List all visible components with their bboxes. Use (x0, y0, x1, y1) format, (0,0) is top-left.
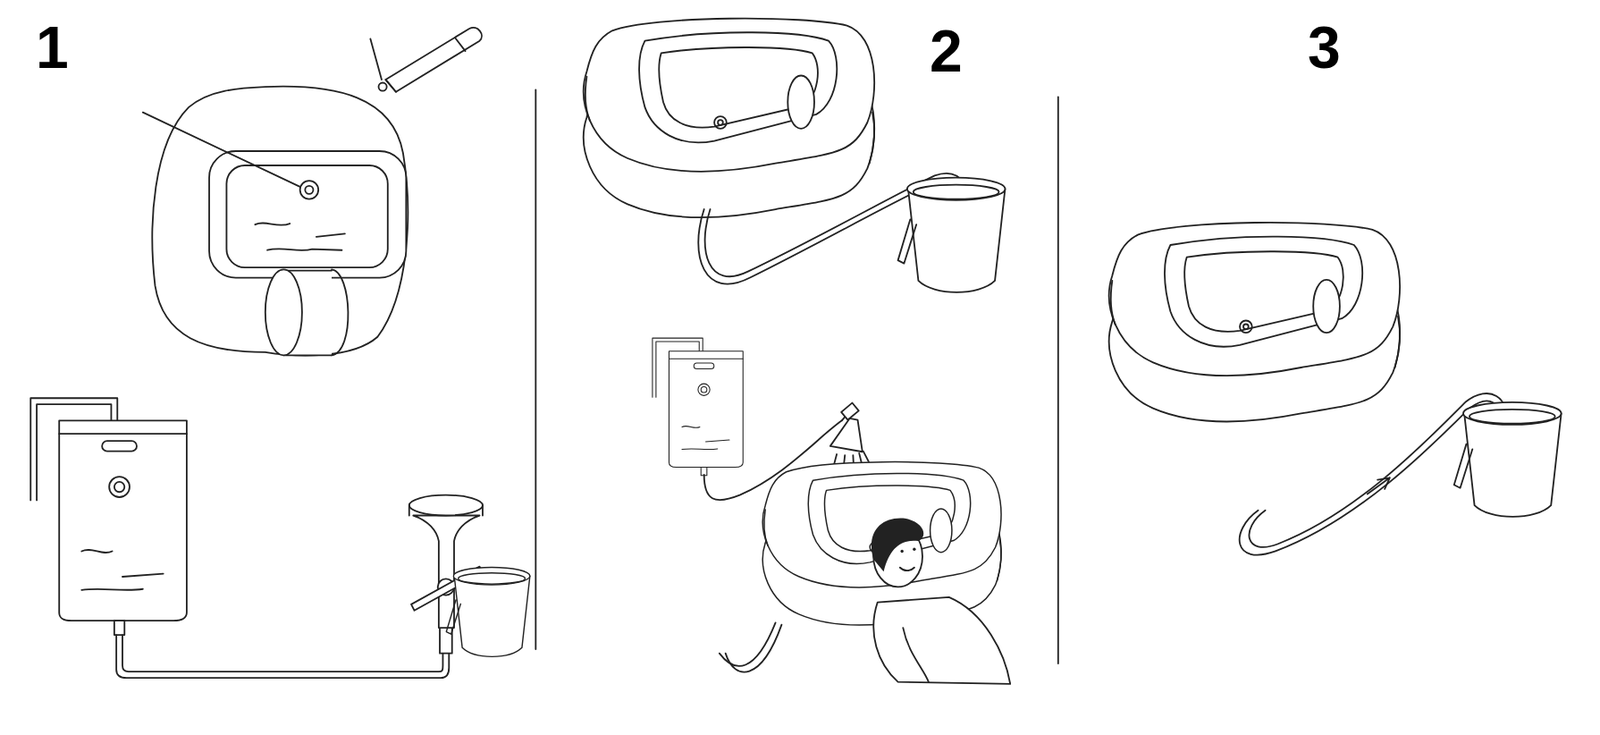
water-bag-shower (30, 397, 483, 678)
panel-separator (534, 89, 537, 649)
panel-number: 1 (35, 17, 69, 77)
panel-number: 2 (929, 21, 963, 81)
basin-draining (1109, 222, 1562, 556)
panel-separator (1057, 96, 1060, 664)
patient-washing (446, 337, 1011, 684)
basin-with-bucket (583, 18, 1006, 293)
basin-top-view (143, 27, 482, 356)
panel-number: 3 (1307, 17, 1341, 77)
